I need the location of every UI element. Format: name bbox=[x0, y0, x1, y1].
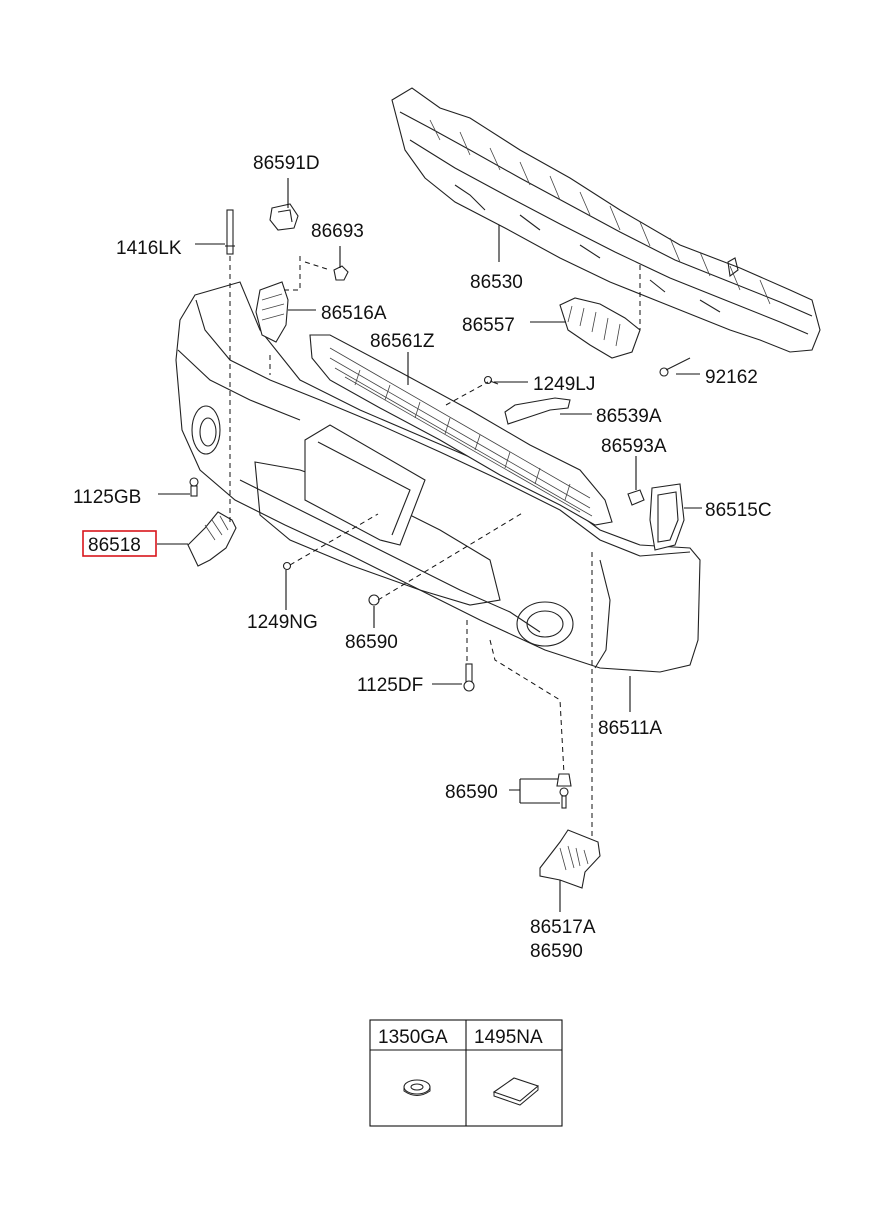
label-86530[interactable]: 86530 bbox=[470, 272, 523, 293]
table-header-1350GA[interactable]: 1350GA bbox=[378, 1027, 448, 1048]
bracket-86518[interactable] bbox=[187, 511, 237, 567]
bolt-1125GB[interactable] bbox=[189, 477, 199, 497]
label-86517A[interactable]: 86517A bbox=[530, 917, 596, 938]
label-86518[interactable]: 86518 bbox=[88, 535, 141, 556]
label-86557[interactable]: 86557 bbox=[462, 315, 515, 336]
label-1249LJ[interactable]: 1249LJ bbox=[533, 374, 595, 395]
label-1125GB[interactable]: 1125GB bbox=[73, 487, 141, 508]
clip-86590-b[interactable] bbox=[556, 773, 572, 809]
label-86516A[interactable]: 86516A bbox=[321, 303, 387, 324]
label-1416LK[interactable]: 1416LK bbox=[116, 238, 182, 259]
rod-1416LK[interactable] bbox=[225, 209, 235, 255]
screw-1249NG[interactable] bbox=[282, 561, 292, 571]
label-86590-b[interactable]: 86590 bbox=[445, 782, 498, 803]
label-1125DF[interactable]: 1125DF bbox=[357, 675, 423, 696]
bracket-86515C[interactable] bbox=[649, 483, 685, 551]
bolt-1125DF[interactable] bbox=[463, 663, 475, 692]
clip-86590-a[interactable] bbox=[368, 594, 380, 606]
label-86591D[interactable]: 86591D bbox=[253, 153, 320, 174]
nut-86693[interactable] bbox=[333, 265, 349, 281]
label-86693[interactable]: 86693 bbox=[311, 221, 364, 242]
table-header-1495NA[interactable]: 1495NA bbox=[474, 1027, 543, 1048]
label-86590-c[interactable]: 86590 bbox=[530, 941, 583, 962]
clip-86591D[interactable] bbox=[269, 203, 299, 231]
bumper-cover-86511A[interactable] bbox=[175, 281, 701, 673]
clip-86593A[interactable] bbox=[627, 489, 645, 506]
label-1249NG[interactable]: 1249NG bbox=[247, 612, 318, 633]
bracket-86516A[interactable] bbox=[255, 281, 289, 343]
grommet-icon bbox=[403, 1079, 431, 1096]
bracket-86517A[interactable] bbox=[539, 829, 601, 889]
bumper-beam-86530[interactable] bbox=[391, 87, 821, 353]
label-86515C[interactable]: 86515C bbox=[705, 500, 772, 521]
label-86539A[interactable]: 86539A bbox=[596, 406, 662, 427]
label-86590-a[interactable]: 86590 bbox=[345, 632, 398, 653]
label-86593A[interactable]: 86593A bbox=[601, 436, 667, 457]
bolt-92162[interactable] bbox=[659, 357, 691, 377]
pad-icon bbox=[492, 1077, 540, 1106]
label-92162[interactable]: 92162 bbox=[705, 367, 758, 388]
label-86561Z[interactable]: 86561Z bbox=[370, 331, 435, 352]
label-86511A[interactable]: 86511A bbox=[598, 718, 662, 739]
grille-86561Z[interactable] bbox=[309, 334, 613, 526]
absorber-86557[interactable] bbox=[559, 297, 641, 359]
strip-86539A[interactable] bbox=[504, 397, 571, 425]
highlight-box-86518 bbox=[82, 530, 157, 557]
parts-table: 1350GA 1495NA bbox=[369, 1019, 563, 1127]
